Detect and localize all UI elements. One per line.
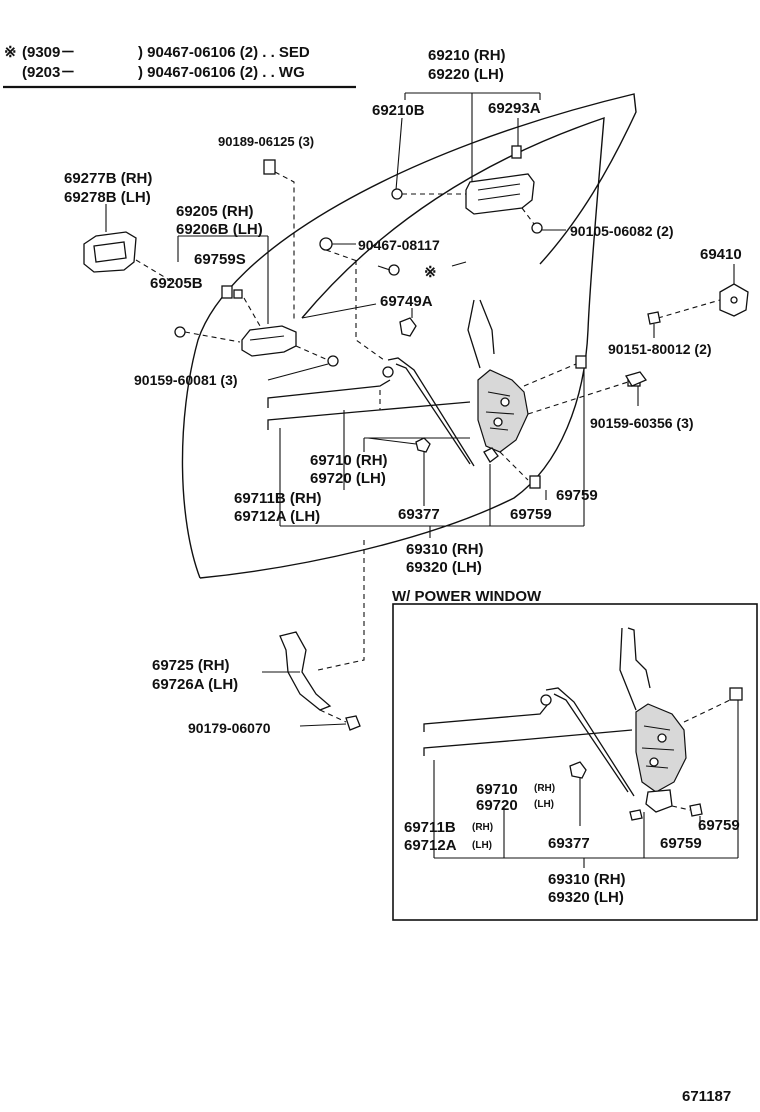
inset-label-69710: 69710: [476, 781, 518, 798]
header-note: ※ (9309－ ) 90467-06106 (2) . . SED (9203…: [3, 44, 356, 89]
header-row1-range: (9309－: [22, 44, 75, 61]
main-brackets: [279, 370, 585, 538]
striker-69410: [647, 264, 749, 338]
label-69293a: 69293A: [488, 100, 541, 117]
outside-handle: [391, 92, 566, 234]
rods: [267, 260, 495, 467]
inset-label-69759-a: 69759: [698, 817, 740, 834]
label-69205: 69205 (RH): [176, 203, 254, 220]
inset-label-69720-lh: (LH): [534, 799, 554, 810]
inset-title: W/ POWER WINDOW: [392, 588, 542, 605]
label-69710: 69710 (RH): [310, 452, 388, 469]
label-69210: 69210 (RH): [428, 47, 506, 64]
star-mark: ※: [424, 264, 437, 281]
label-69712a: 69712A (LH): [234, 508, 320, 525]
inset-label-69720: 69720: [476, 797, 518, 814]
inside-handle-bezel: [83, 204, 177, 285]
inset-label-69377: 69377: [548, 835, 590, 852]
label-90151: 90151-80012 (2): [608, 341, 712, 357]
label-69726a: 69726A (LH): [152, 676, 238, 693]
part-69377: [367, 437, 431, 506]
label-69759-b: 69759: [510, 506, 552, 523]
label-69277b: 69277B (RH): [64, 170, 152, 187]
label-69720: 69720 (LH): [310, 470, 386, 487]
bolt-90159-60356: [625, 371, 648, 406]
inset-labels: W/ POWER WINDOW 69710 (RH) 69720 (LH) 69…: [392, 588, 740, 906]
label-69749a: 69749A: [380, 293, 433, 310]
inside-handle: [174, 235, 339, 381]
clip-69749a: [301, 303, 417, 337]
label-90159-60081: 90159-60081 (3): [134, 372, 238, 388]
header-row2-part: ) 90467-06106 (2) . . WG: [138, 64, 305, 81]
inset-label-69711b-rh: (RH): [472, 822, 493, 833]
power-window-inset: [392, 603, 758, 921]
label-90159-60356: 90159-60356 (3): [590, 415, 694, 431]
label-90467: 90467-08117: [358, 237, 440, 253]
label-69210b: 69210B: [372, 102, 425, 119]
bolt-90189: [263, 159, 295, 320]
inset-label-69710-rh: (RH): [534, 783, 555, 794]
label-69410: 69410: [700, 246, 742, 263]
diagram-code: 671187: [682, 1088, 731, 1105]
header-symbol: ※: [4, 44, 17, 61]
label-69206b: 69206B (LH): [176, 221, 263, 238]
inset-label-69712a: 69712A: [404, 837, 457, 854]
link-69725: [262, 540, 365, 731]
inset-label-69310: 69310 (RH): [548, 871, 626, 888]
label-90189: 90189-06125 (3): [218, 134, 314, 149]
label-69725: 69725 (RH): [152, 657, 230, 674]
inset-label-69712a-lh: (LH): [472, 840, 492, 851]
label-90179: 90179-06070: [188, 720, 271, 736]
clip-90467: ※: [319, 237, 467, 281]
part-labels: 69210 (RH) 69220 (LH) 69210B 69293A 9018…: [64, 47, 742, 736]
label-69320: 69320 (LH): [406, 559, 482, 576]
label-69278b: 69278B (LH): [64, 189, 151, 206]
door-lock: [477, 355, 641, 489]
label-69711b: 69711B (RH): [234, 490, 322, 507]
header-row1-part: ) 90467-06106 (2) . . SED: [138, 44, 310, 61]
label-90105: 90105-06082 (2): [570, 223, 674, 239]
header-row2-range: (9203－: [22, 64, 75, 81]
label-69759-a: 69759: [556, 487, 598, 504]
label-69205b: 69205B: [150, 275, 203, 292]
label-69310: 69310 (RH): [406, 541, 484, 558]
label-69377: 69377: [398, 506, 440, 523]
label-69220: 69220 (LH): [428, 66, 504, 83]
inset-label-69320: 69320 (LH): [548, 889, 624, 906]
label-69759s: 69759S: [194, 251, 246, 268]
inset-frame: [392, 603, 758, 921]
inset-label-69759-b: 69759: [660, 835, 702, 852]
door-outline: [181, 93, 637, 579]
inset-label-69711b: 69711B: [404, 819, 456, 836]
